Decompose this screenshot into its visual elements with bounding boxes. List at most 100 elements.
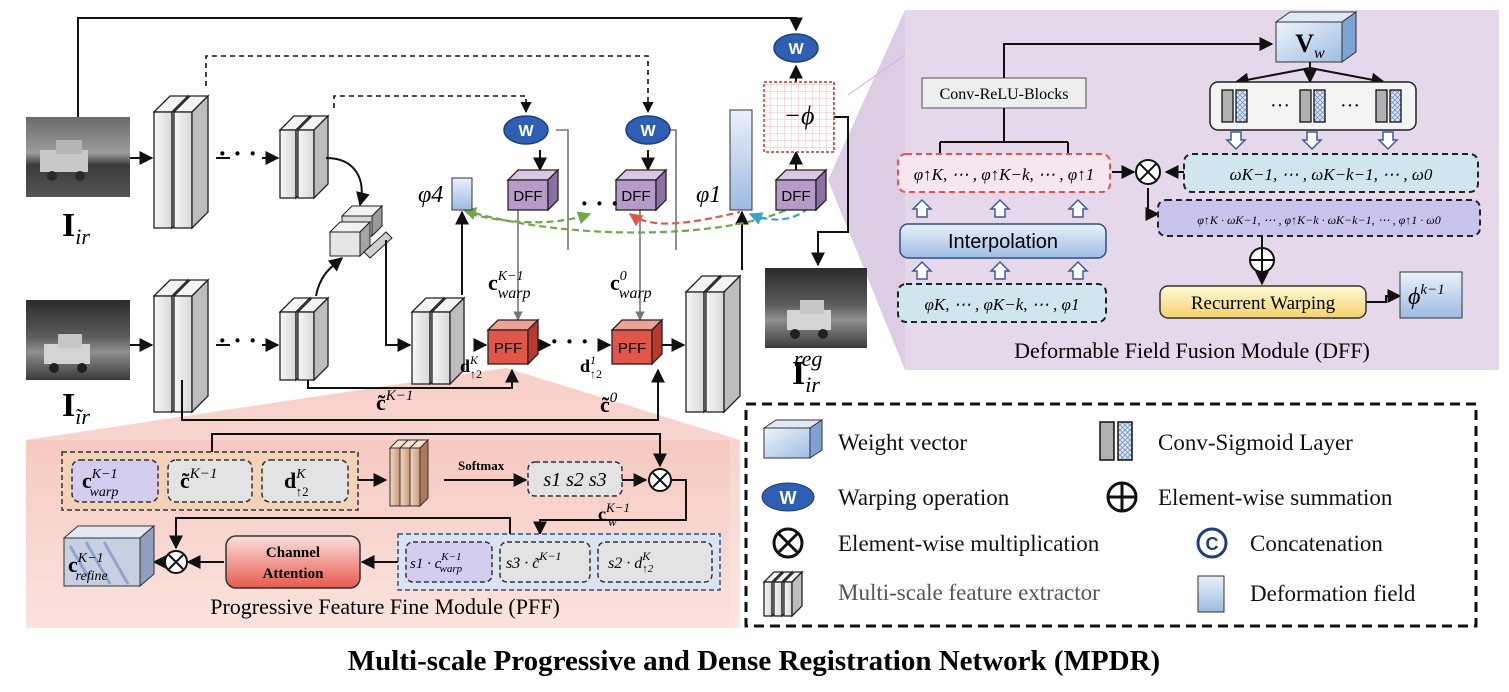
weight-vector-cube: Vw	[1274, 11, 1358, 63]
conv-sigmoid-pair	[1221, 89, 1248, 123]
label-phi4: φ4	[418, 182, 443, 208]
label-c-tilde-0: c̃0	[600, 390, 618, 417]
extractor-final	[684, 274, 742, 414]
svg-text:PFF: PFF	[618, 340, 646, 357]
svg-text:Vw: Vw	[1295, 29, 1325, 62]
label-phi1: φ1	[696, 182, 721, 208]
hollow-up-arrow	[911, 198, 933, 218]
dff-block-0: DFF	[614, 168, 668, 212]
svg-text:φ↑K · ωK−1, ⋯ , φ↑K−k · ωK−k−1: φ↑K · ωK−1, ⋯ , φ↑K−k · ωK−k−1, ⋯ , φ↑1 …	[1197, 213, 1440, 227]
svg-text:PFF: PFF	[494, 340, 522, 357]
deformation-field-phi1	[729, 109, 753, 211]
ellipsis-dff: · · ·	[580, 189, 619, 218]
svg-text:W: W	[788, 41, 804, 58]
hollow-up-arrow	[989, 198, 1011, 218]
svg-text:−ϕ: −ϕ	[783, 101, 814, 130]
svg-text:Conv-Sigmoid Layer: Conv-Sigmoid Layer	[1158, 430, 1353, 455]
svg-text:Element-wise summation: Element-wise summation	[1158, 485, 1393, 510]
svg-text:Interpolation: Interpolation	[948, 231, 1058, 253]
svg-text:Warping operation: Warping operation	[838, 485, 1010, 510]
extractor-lower-1	[152, 278, 210, 414]
svg-text:···: ···	[1340, 95, 1360, 117]
label-d-k: dK↑2	[460, 353, 482, 381]
orange-slab	[389, 447, 401, 507]
label-c-tilde-k: c̃K−1	[376, 388, 413, 415]
svg-text:Deformation field: Deformation field	[1250, 581, 1416, 606]
svg-text:φ↑K, ⋯ , φ↑K−k, ⋯ , φ↑1: φ↑K, ⋯ , φ↑K−k, ⋯ , φ↑1	[914, 165, 1094, 184]
legend-deformation-icon	[1197, 575, 1225, 613]
connectors	[77, 17, 849, 421]
legend: Weight vector Conv-Sigmoid Layer W Warpi…	[744, 402, 1478, 628]
svg-text:DFF: DFF	[621, 188, 650, 205]
hollow-down-arrow	[1377, 131, 1399, 151]
pff-blocks: PFF PFF	[486, 318, 664, 366]
svg-text:Softmax: Softmax	[458, 458, 505, 473]
legend-extractor-icon	[762, 570, 804, 618]
svg-text:s1 s2 s3: s1 s2 s3	[543, 469, 606, 491]
warp-op-0: W	[625, 115, 671, 145]
legend-multiplication-icon	[772, 527, 804, 559]
output-image-ir-reg	[765, 268, 867, 348]
hollow-up-arrow	[989, 260, 1011, 280]
extractor-upper-2	[278, 114, 330, 200]
svg-text:ϕk−1: ϕk−1	[1408, 282, 1445, 310]
dff-blocks: DFF DFF DFF	[506, 168, 828, 212]
legend-weight-vector-icon	[762, 419, 824, 459]
svg-text:ωK−1, ⋯ , ωK−k−1, ⋯ , ω0: ωK−1, ⋯ , ωK−k−1, ⋯ , ω0	[1230, 165, 1433, 184]
svg-text:W: W	[780, 488, 797, 508]
svg-text:Element-wise multiplication: Element-wise multiplication	[838, 531, 1100, 556]
legend-conv-sigmoid-icon	[1099, 421, 1133, 461]
label-i-ir: Iir	[62, 207, 90, 249]
concat-cube-cluster	[328, 204, 393, 259]
svg-text:φK, ⋯ , φK−k, ⋯ , φ1: φK, ⋯ , φK−k, ⋯ , φ1	[925, 295, 1080, 314]
figure-title: Multi-scale Progressive and Dense Regist…	[348, 645, 1160, 677]
neg-phi-block: −ϕ	[763, 81, 835, 153]
conv-sigmoid-pair	[1375, 89, 1402, 123]
dff-block-k: DFF	[506, 168, 560, 212]
svg-text:DFF: DFF	[781, 188, 810, 205]
hollow-up-arrow	[1067, 198, 1089, 218]
svg-text:W: W	[518, 123, 534, 140]
orange-slab	[399, 447, 411, 507]
svg-text:Concatenation: Concatenation	[1250, 531, 1383, 556]
svg-text:Conv-ReLU-Blocks: Conv-ReLU-Blocks	[940, 86, 1069, 103]
dff-module: Vw Conv-ReLU-Blocks ··· ···	[897, 11, 1481, 363]
ellipsis-lower: · · ·	[218, 326, 257, 355]
warp-op-final: W	[773, 33, 819, 63]
dashed-skips	[205, 55, 654, 114]
svg-text:Channel: Channel	[266, 545, 320, 561]
legend-concatenation-icon: C	[1196, 527, 1228, 559]
extractor-lower-3	[410, 296, 466, 386]
svg-text:s3 · c̃K−1: s3 · c̃K−1	[506, 549, 561, 572]
svg-text:Multi-scale feature extractor: Multi-scale feature extractor	[838, 580, 1100, 605]
label-i-ir-tilde: Iĩr	[62, 387, 90, 429]
pff-block-k: PFF	[486, 318, 540, 366]
svg-text:···: ···	[1270, 95, 1290, 117]
input-image-ir	[26, 117, 130, 197]
svg-text:c̃K−1: c̃K−1	[180, 466, 217, 493]
deformation-field-phi4	[451, 177, 473, 211]
legend-extractor-slabs	[762, 570, 804, 618]
svg-text:Weight vector: Weight vector	[838, 430, 967, 455]
svg-text:W: W	[640, 123, 656, 140]
svg-text:s2 · dK↑2: s2 · dK↑2	[608, 549, 654, 575]
orange-slab-side	[419, 438, 429, 508]
hollow-down-arrow	[1301, 131, 1323, 151]
conv-sigmoid-pair	[1299, 89, 1326, 123]
extractor-upper-1	[152, 94, 210, 230]
label-d-1: d1↑2	[580, 353, 602, 381]
pff-module-title: Progressive Feature Fine Module (PFF)	[210, 594, 560, 619]
feature-extractors	[152, 94, 742, 414]
extractor-lower-2	[278, 296, 330, 382]
hollow-down-arrow	[1225, 131, 1247, 151]
warp-operations: W W W	[503, 33, 819, 145]
label-i-ir-reg: Iirreg	[792, 346, 822, 397]
legend-summation-icon	[1106, 481, 1138, 513]
pff-block-1: PFF	[610, 318, 664, 366]
gray-connectors	[513, 129, 677, 321]
svg-text:dK↑2: dK↑2	[284, 467, 309, 499]
warp-op-k: W	[503, 115, 549, 145]
input-image-ir-tilde	[26, 300, 130, 380]
